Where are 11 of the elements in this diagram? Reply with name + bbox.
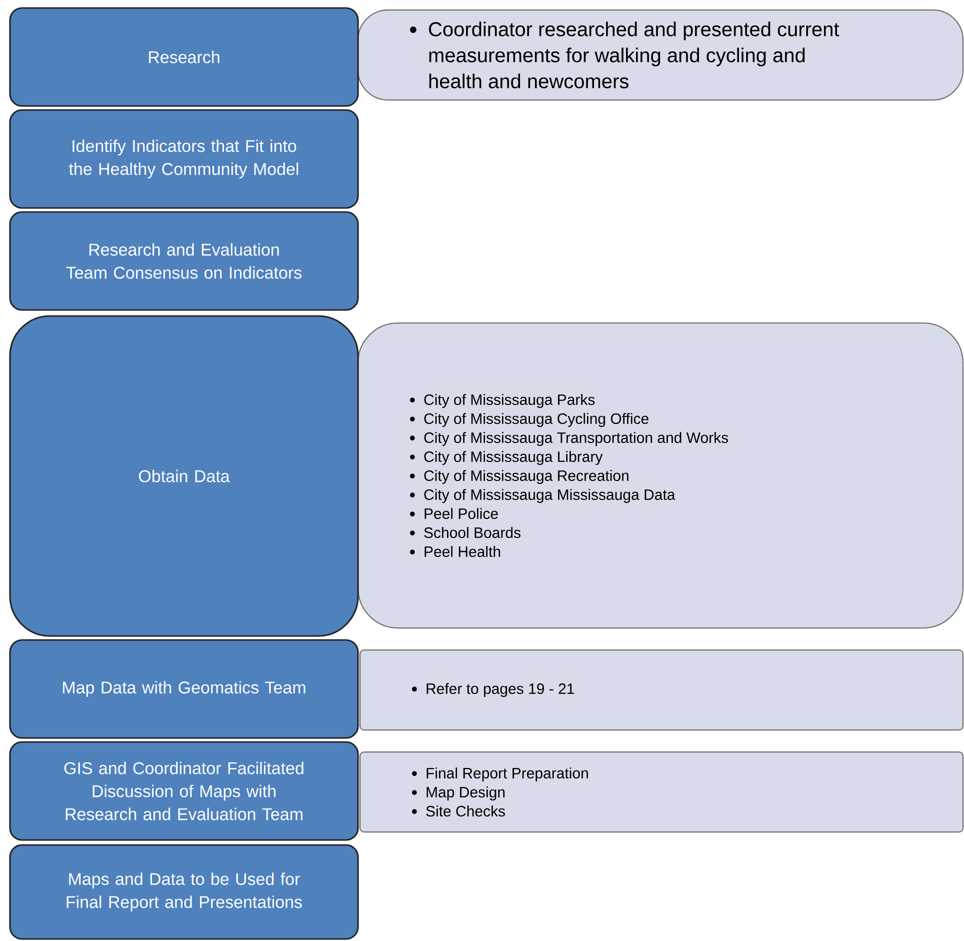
step-box: Research and Evaluation Team Consensus on Indicators [9, 211, 359, 311]
text-panel: City of Mississauga Parks City of Mississauga Cycling Office City of Mississauga Transportation and Works City of Mississauga Library City of Mississauga Recreation City of Mississauga Mississauga Data Peel Police School Boards Peel Health [358, 322, 964, 628]
text-panel: Refer to pages 19 - 21 [360, 650, 964, 730]
step-box: GIS and Coordinator Facilitated Discussion of Maps with Research and Evaluation Team [9, 741, 359, 841]
step-box: Obtain Data [9, 315, 359, 637]
step-box: Map Data with Geomatics Team [9, 639, 359, 739]
text-panel: Final Report Preparation Map Design Site Checks [360, 752, 964, 832]
step-box: Research [9, 7, 359, 107]
step-box: Identify Indicators that Fit into the Healthy Community Model [9, 109, 359, 209]
step-box: Maps and Data to be Used for Final Report and Presentations [9, 844, 359, 940]
text-panel: Coordinator researched and presented current measurements for walking and cycling and health and newcomers [358, 10, 964, 100]
